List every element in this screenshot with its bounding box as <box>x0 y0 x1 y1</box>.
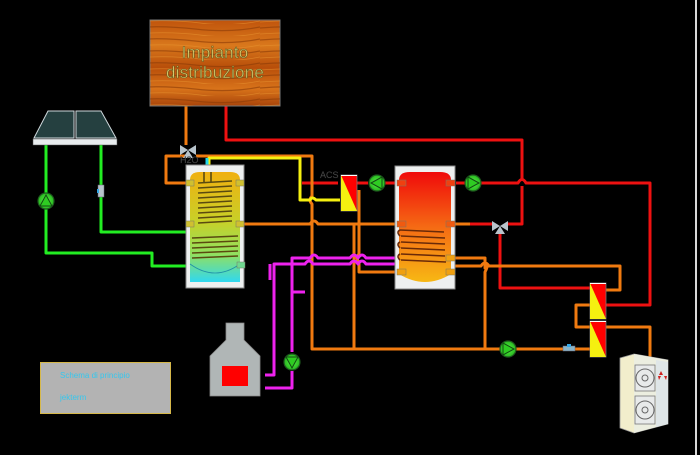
mixing-valve-icon[interactable] <box>492 221 508 234</box>
fireplace-pump-icon[interactable] <box>283 353 301 371</box>
heat-pump-outdoor-unit-icon <box>619 353 669 434</box>
solar-collector-icon <box>32 110 118 146</box>
heat-pump-exchanger-lower-icon <box>589 320 607 358</box>
acs-label: ACS <box>320 170 339 180</box>
legend-box: Schema di principio jekterm <box>40 362 171 414</box>
circulator-pump-icon[interactable] <box>464 174 482 192</box>
legend-title: Schema di principio <box>60 371 130 380</box>
pipe-hot-primary <box>224 106 652 307</box>
puffer-tank-icon <box>394 165 456 290</box>
pipe-sanitary <box>207 156 340 202</box>
heat-pump-exchanger-upper-icon <box>589 282 607 320</box>
legend-author: jekterm <box>60 393 87 402</box>
acs-heat-exchanger-icon <box>340 174 358 212</box>
distribution-plant-title[interactable]: Impianto distribuzione <box>150 20 280 106</box>
pipe-fireplace <box>265 253 400 390</box>
pipe-solar <box>44 145 188 268</box>
title-line-2: distribuzione <box>165 63 265 83</box>
acs-pump-icon[interactable] <box>368 174 386 192</box>
flow-meter-icon <box>97 184 105 198</box>
heat-pump-circulator-icon[interactable] <box>499 340 517 358</box>
flow-meter-icon <box>562 344 576 352</box>
fireplace-icon <box>209 322 261 397</box>
frame-edge <box>695 0 697 455</box>
h2o-label: H2O <box>180 155 199 165</box>
solar-pump-icon[interactable] <box>37 192 55 210</box>
title-line-1: Impianto <box>181 43 249 63</box>
distribution-plant-box <box>149 19 281 107</box>
solar-tank-icon <box>185 164 246 289</box>
